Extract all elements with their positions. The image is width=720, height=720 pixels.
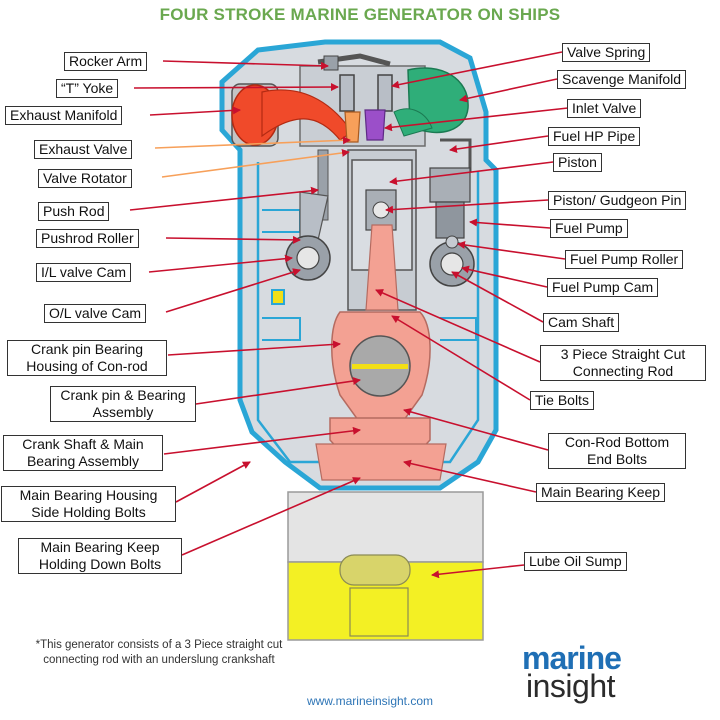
marine-insight-logo: marine insight <box>522 640 712 704</box>
label-piston: Piston <box>553 153 602 172</box>
label-t-yoke: “T” Yoke <box>56 79 119 98</box>
piston-pointer <box>389 161 554 186</box>
label-cam-shaft: Cam Shaft <box>543 313 620 332</box>
il-valve-cam-shape <box>285 235 331 281</box>
cam-shaft-pointer <box>451 271 544 323</box>
label-rocker-arm: Rocker Arm <box>64 52 148 71</box>
exhaust-valve-pointer <box>154 136 351 149</box>
valve-spring-pointer <box>391 51 563 89</box>
exhaust-manifold-pointer <box>149 106 241 116</box>
label-fuel-pump-roller: Fuel Pump Roller <box>565 250 684 269</box>
connecting-rod-pointer <box>375 289 541 363</box>
diagram-title: FOUR STROKE MARINE GENERATOR ON SHIPS <box>159 5 561 24</box>
label-scavenge-manifold: Scavenge Manifold <box>557 70 687 89</box>
scavenge-manifold-shape <box>393 67 469 137</box>
label-main-bearing-keep: Main Bearing Keep <box>536 483 666 502</box>
label-con-rod-bottom-bolts: Con-Rod Bottom End Bolts <box>548 433 686 469</box>
label-valve-spring: Valve Spring <box>562 43 651 62</box>
con-rod-bottom-bolts-pointer <box>403 408 549 451</box>
footnote: *This generator consists of a 3 Piece st… <box>35 639 283 666</box>
label-ol-valve-cam: O/L valve Cam <box>44 304 147 323</box>
label-exhaust-manifold: Exhaust Manifold <box>5 106 123 125</box>
il-valve-cam-pointer <box>148 254 293 273</box>
label-fuel-pump-cam: Fuel Pump Cam <box>547 278 659 297</box>
crank-pin-housing-pointer <box>167 340 341 356</box>
logo-bottom-text: insight <box>526 668 616 704</box>
crank-shaft-pointer <box>163 426 361 455</box>
label-push-rod: Push Rod <box>38 202 110 221</box>
ol-valve-cam-pointer <box>165 268 301 313</box>
label-connecting-rod: 3 Piece Straight Cut Connecting Rod <box>540 345 706 381</box>
exhaust-manifold-shape <box>231 83 353 147</box>
main-bearing-keep-bolts-pointer <box>181 477 361 556</box>
scavenge-manifold-pointer <box>459 78 558 103</box>
label-inlet-valve: Inlet Valve <box>567 99 642 118</box>
fuel-pump-cam-shape <box>429 235 475 287</box>
website-link[interactable]: www.marineinsight.com <box>306 694 434 708</box>
label-piston-gudgeon-pin: Piston/ Gudgeon Pin <box>548 191 687 210</box>
fuel-pump-pointer <box>469 218 551 229</box>
fuel-pump-shape <box>429 138 472 239</box>
rocker-arm-pointer <box>162 60 329 70</box>
main-bearing-housing-pointer <box>175 461 251 503</box>
label-crank-shaft-main-bearing: Crank Shaft & Main Bearing Assembly <box>3 435 163 471</box>
gudgeon-pin-pointer <box>385 199 549 214</box>
label-il-valve-cam: I/L valve Cam <box>36 263 132 282</box>
inlet-valve-pointer <box>384 107 569 132</box>
inlet-valve-shape <box>364 109 386 141</box>
label-fuel-hp-pipe: Fuel HP Pipe <box>548 127 641 146</box>
valve-rotator-pointer <box>161 148 350 178</box>
label-pushrod-roller: Pushrod Roller <box>36 229 139 248</box>
connecting-rod-shape <box>315 224 447 481</box>
crank-pin-assembly-pointer <box>195 377 361 405</box>
push-rod-pointer <box>129 186 319 211</box>
fuel-hp-pipe-pointer <box>449 135 549 153</box>
main-bearing-keep-pointer <box>403 459 537 493</box>
label-lube-oil-sump: Lube Oil Sump <box>524 552 627 571</box>
label-main-bearing-keep-bolts: Main Bearing Keep Holding Down Bolts <box>18 538 182 574</box>
label-tie-bolts: Tie Bolts <box>530 391 594 410</box>
label-exhaust-valve: Exhaust Valve <box>34 140 133 159</box>
label-fuel-pump: Fuel Pump <box>550 219 628 238</box>
fuel-pump-cam-pointer <box>461 265 548 288</box>
lube-oil-sump-pointer <box>431 564 525 579</box>
label-main-bearing-housing-bolts: Main Bearing Housing Side Holding Bolts <box>1 486 176 522</box>
t-yoke-pointer <box>133 83 339 92</box>
logo-top-text: marine <box>522 640 622 676</box>
exhaust-valve-shape <box>344 111 361 143</box>
fuel-pump-roller-pointer <box>457 241 566 260</box>
label-valve-rotator: Valve Rotator <box>38 169 132 188</box>
pointer-lines <box>129 51 569 579</box>
label-crank-pin-bearing-assembly: Crank pin & Bearing Assembly <box>50 386 196 422</box>
label-crank-pin-bearing-housing: Crank pin Bearing Housing of Con-rod <box>7 340 167 376</box>
pushrod-roller-pointer <box>165 235 301 244</box>
tie-bolts-pointer <box>391 315 531 401</box>
lube-oil-sump-shape <box>287 491 484 641</box>
